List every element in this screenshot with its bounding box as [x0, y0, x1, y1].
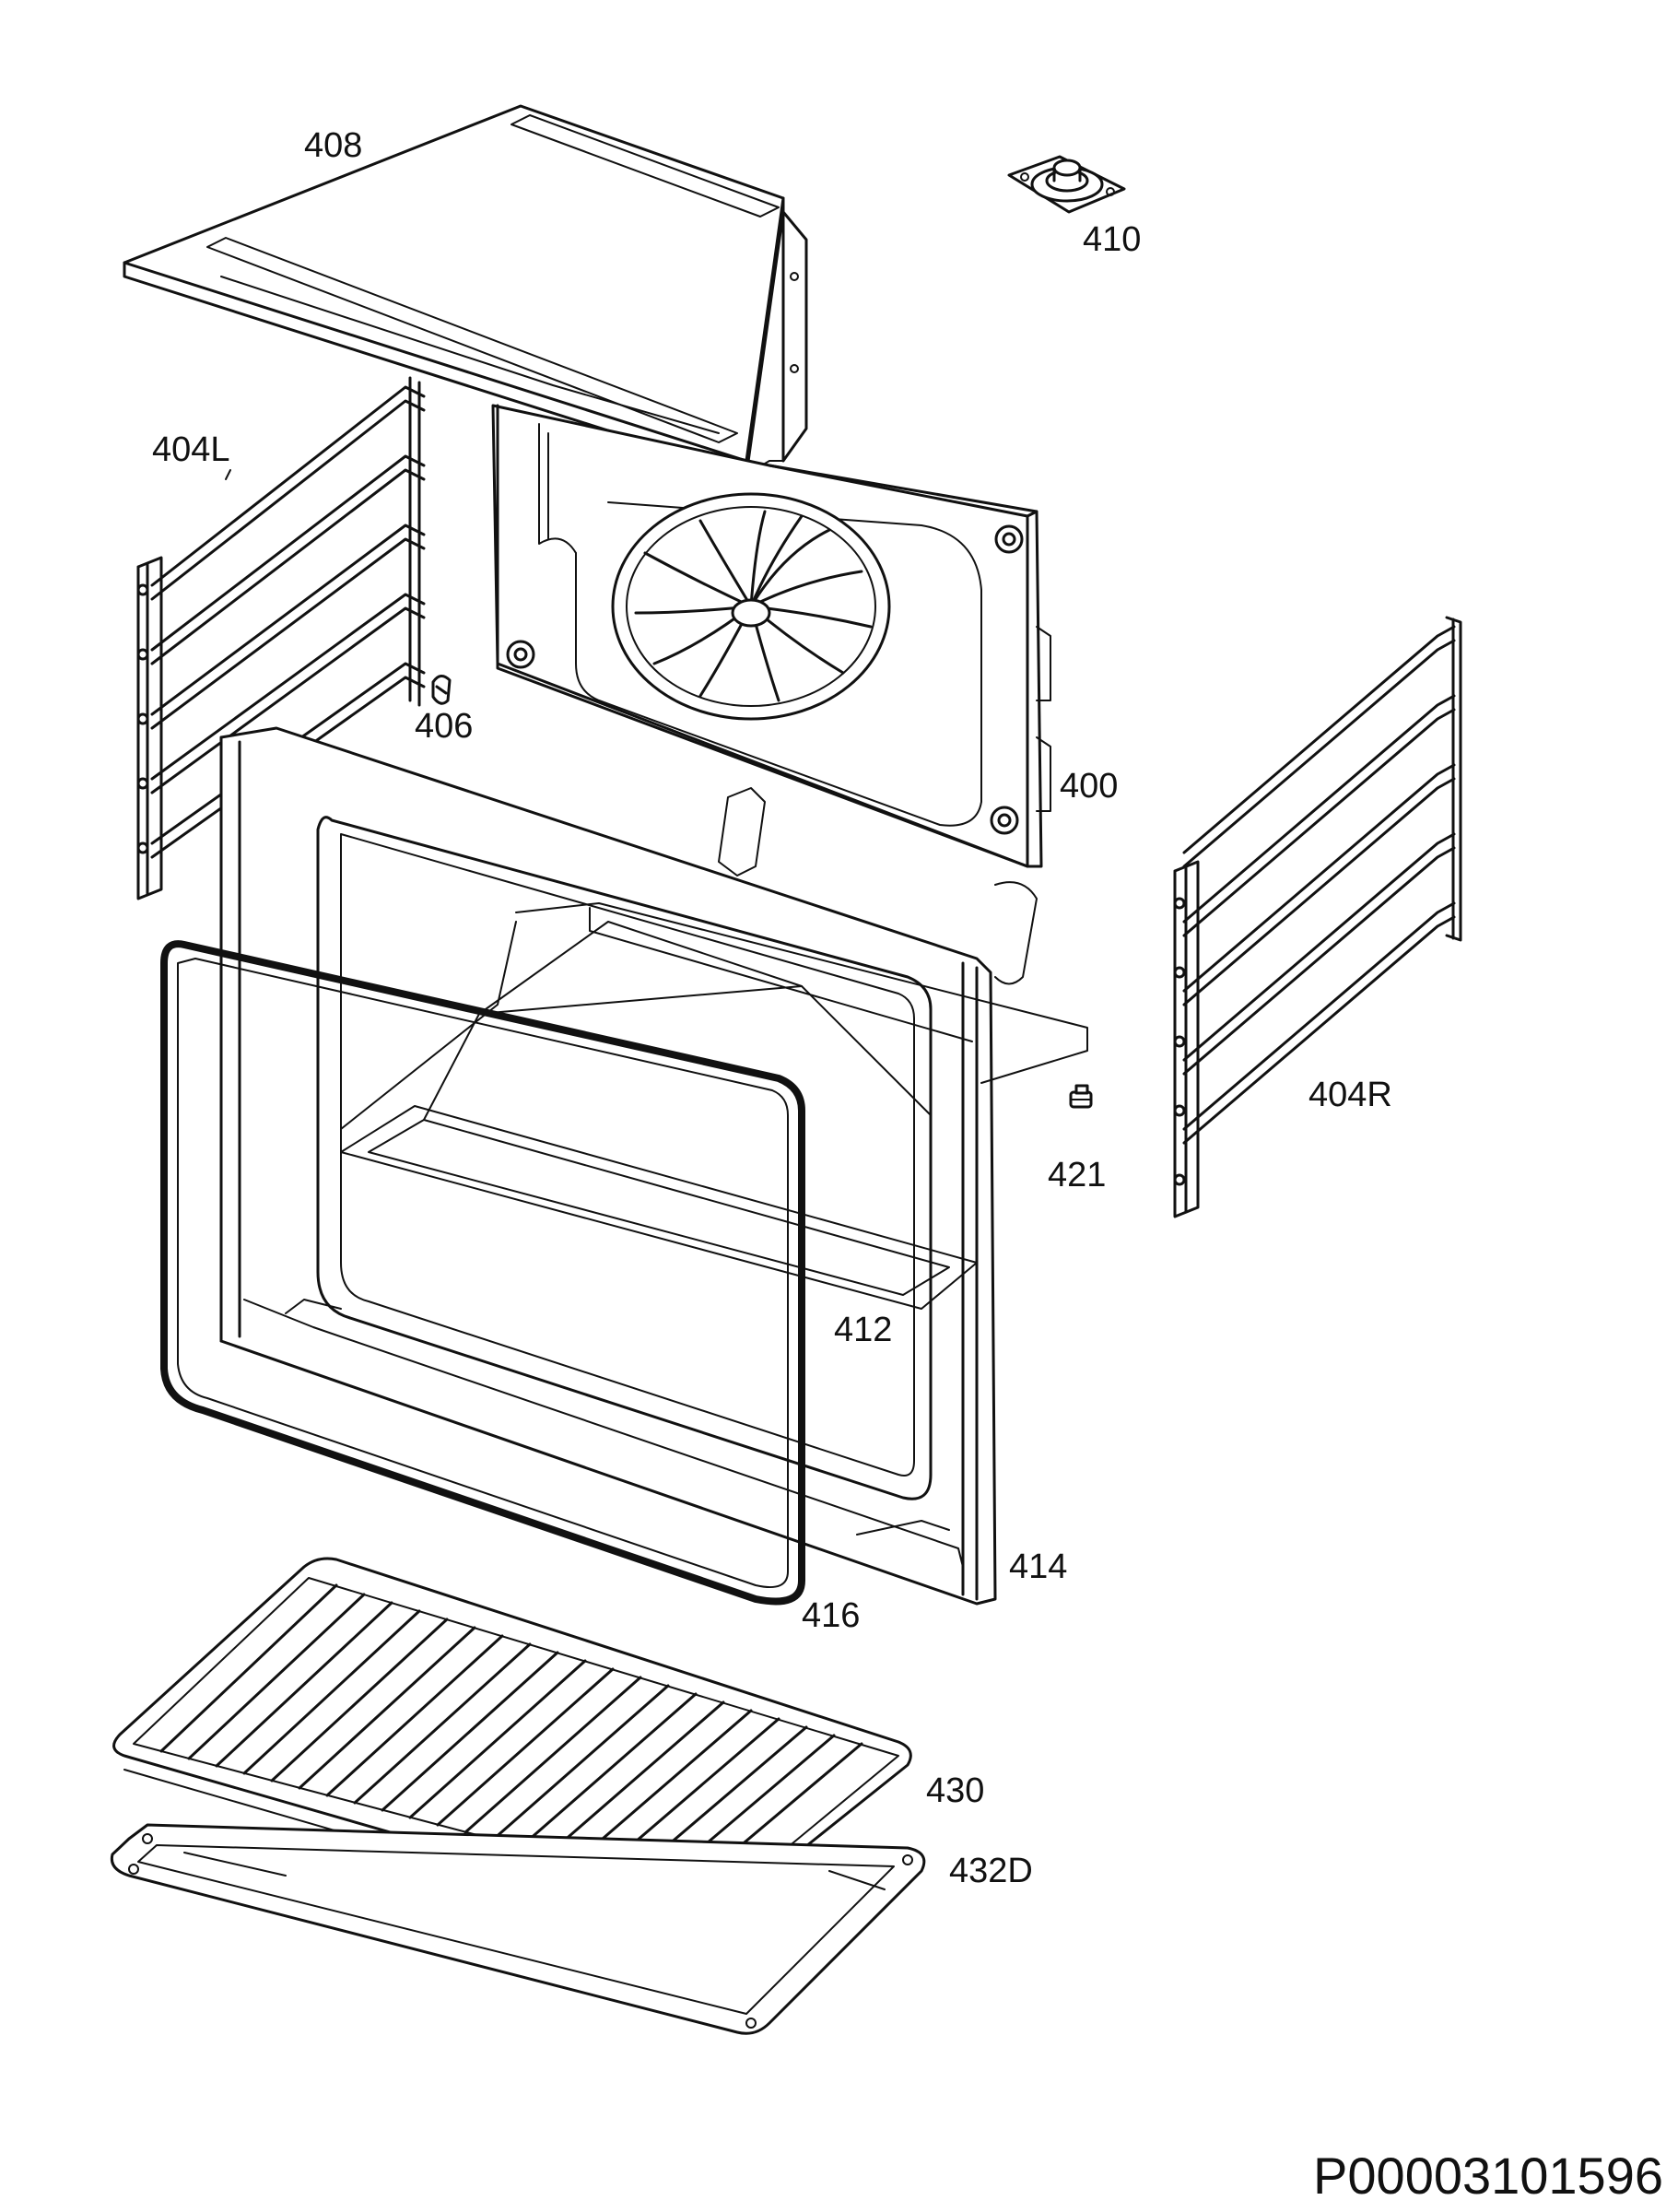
clip-406 — [431, 675, 452, 705]
screw-421 — [1069, 1084, 1093, 1109]
sensor-410 — [1007, 155, 1126, 214]
top-cover-plate-408 — [123, 104, 808, 477]
label-404L: 404L — [152, 430, 230, 469]
left-shelf-rack-404L — [136, 376, 426, 900]
label-416: 416 — [802, 1596, 860, 1635]
label-400: 400 — [1060, 767, 1118, 806]
label-412: 412 — [834, 1311, 892, 1349]
door-seal-416 — [160, 940, 805, 1606]
part-labels: 408 410 404L 406 400 404R 421 412 414 41… — [152, 126, 1392, 1890]
label-414: 414 — [1009, 1547, 1067, 1586]
label-430: 430 — [926, 1771, 984, 1810]
label-421: 421 — [1048, 1156, 1106, 1194]
document-number: P00003101596 — [1313, 2147, 1663, 2205]
oven-frame-414 — [219, 726, 1088, 1606]
label-432D: 432D — [949, 1852, 1033, 1890]
label-406: 406 — [415, 707, 473, 746]
label-408: 408 — [304, 126, 362, 165]
right-shelf-rack-404R — [1173, 616, 1462, 1218]
label-404R: 404R — [1308, 1076, 1392, 1114]
label-410: 410 — [1083, 220, 1141, 259]
baking-tray-432D — [110, 1823, 926, 2035]
fan-panel-400 — [491, 404, 1051, 868]
